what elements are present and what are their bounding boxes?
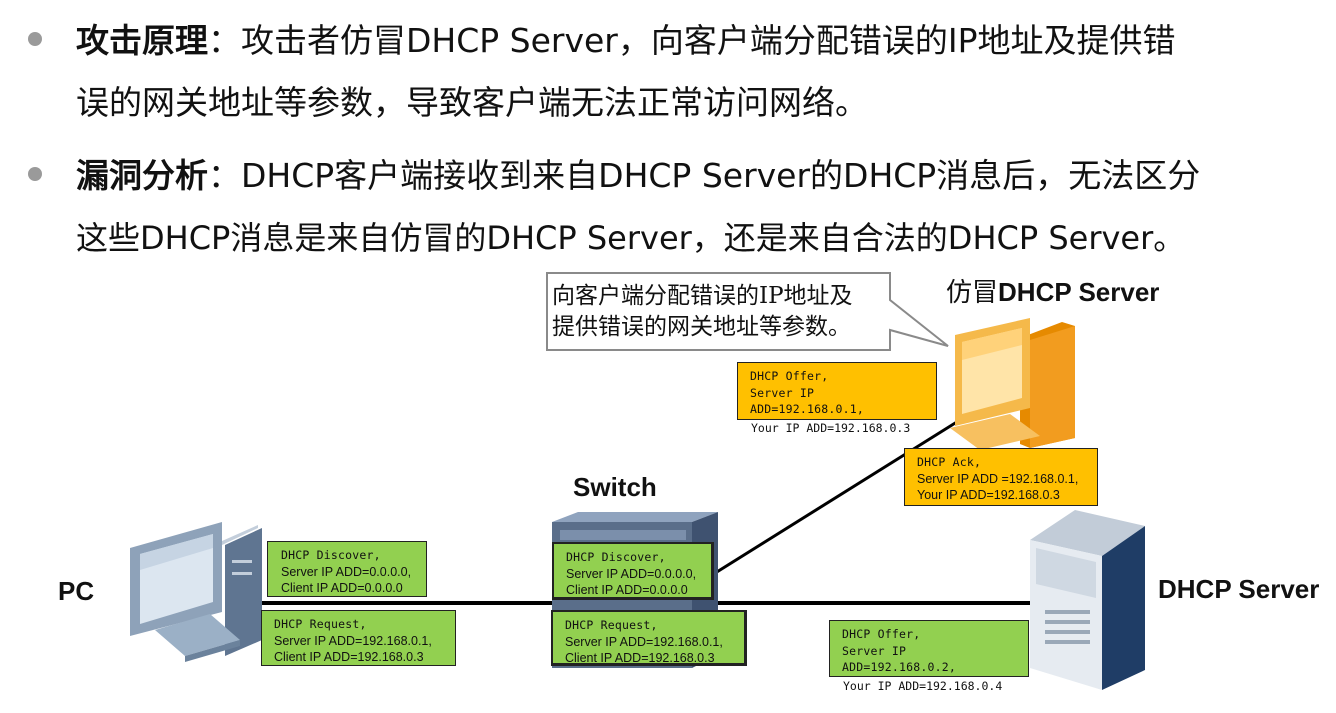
fake-server-label: 仿冒DHCP Server bbox=[946, 277, 1160, 308]
message-switch-discover: DHCP Discover, Server IP ADD=0.0.0.0, Cl… bbox=[552, 542, 714, 600]
pc-label: PC bbox=[58, 576, 95, 606]
message-real-offer-overflow: Your IP ADD=192.168.0.4 bbox=[843, 679, 1003, 693]
pc-icon bbox=[130, 522, 262, 662]
message-pc-request: DHCP Request, Server IP ADD=192.168.0.1,… bbox=[261, 610, 456, 666]
bullet-line-2: 误的网关地址等参数，导致客户端无法正常访问网络。 bbox=[76, 83, 868, 122]
bullet-term: 攻击原理 bbox=[76, 21, 208, 60]
message-switch-request: DHCP Request, Server IP ADD=192.168.0.1,… bbox=[551, 610, 747, 666]
message-pc-discover: DHCP Discover, Server IP ADD=0.0.0.0, Cl… bbox=[267, 541, 427, 597]
callout-text: 向客户端分配错误的IP地址及 提供错误的网关地址等参数。 bbox=[552, 283, 853, 340]
message-fake-ack: DHCP Ack, Server IP ADD =192.168.0.1, Yo… bbox=[904, 448, 1098, 506]
bullet-line-1: DHCP客户端接收到来自DHCP Server的DHCP消息后，无法区分 bbox=[241, 156, 1201, 195]
message-fake-offer: DHCP Offer, Server IP ADD=192.168.0.1, bbox=[737, 362, 937, 420]
bullet-vulnerability-analysis: 漏洞分析：DHCP客户端接收到来自DHCP Server的DHCP消息后，无法区… bbox=[28, 145, 1318, 269]
callout-bubble bbox=[546, 272, 949, 351]
bullet-attack-principle: 攻击原理：攻击者仿冒DHCP Server，向客户端分配错误的IP地址及提供错 … bbox=[28, 10, 1318, 134]
bullet-line-1: 攻击者仿冒DHCP Server，向客户端分配错误的IP地址及提供错 bbox=[241, 21, 1176, 60]
dhcp-server-label: DHCP Server bbox=[1158, 574, 1320, 604]
bullet-text: 攻击原理：攻击者仿冒DHCP Server，向客户端分配错误的IP地址及提供错 … bbox=[76, 21, 1176, 122]
link-line-switch-fake bbox=[711, 418, 961, 577]
message-fake-offer-overflow: Your IP ADD=192.168.0.3 bbox=[751, 421, 911, 435]
bullet-dot-icon bbox=[28, 32, 42, 46]
fake-server-icon bbox=[950, 318, 1075, 450]
server-icon bbox=[1030, 510, 1145, 690]
bullet-text: 漏洞分析：DHCP客户端接收到来自DHCP Server的DHCP消息后，无法区… bbox=[76, 156, 1201, 257]
bullet-line-2: 这些DHCP消息是来自仿冒的DHCP Server，还是来自合法的DHCP Se… bbox=[76, 219, 1186, 257]
bullet-dot-icon bbox=[28, 167, 42, 181]
switch-label: Switch bbox=[573, 472, 657, 502]
bullet-term: 漏洞分析 bbox=[76, 156, 208, 195]
message-real-offer: DHCP Offer, Server IP ADD=192.168.0.2, bbox=[829, 620, 1029, 677]
